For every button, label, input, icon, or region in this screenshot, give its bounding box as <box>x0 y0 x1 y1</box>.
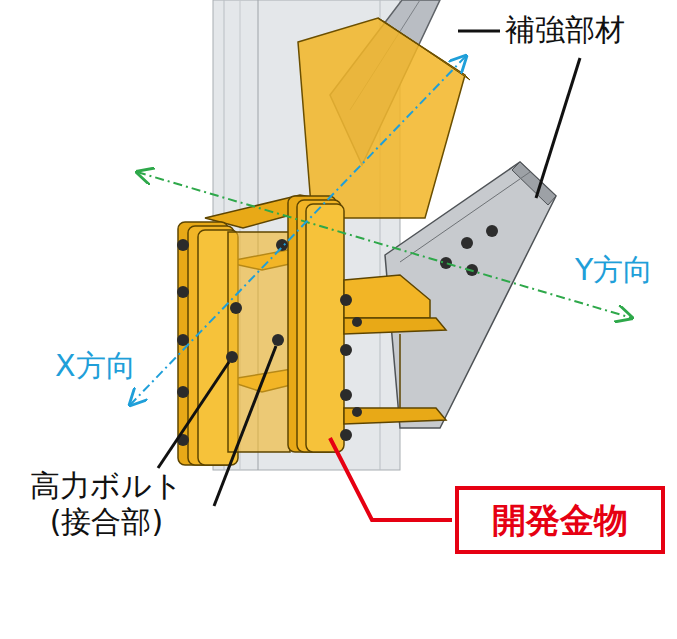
high-strength-bolt <box>177 286 189 298</box>
direction-axis <box>130 56 466 405</box>
leader-line <box>214 346 276 506</box>
gusset-plate <box>298 18 470 218</box>
high-strength-bolt <box>177 239 362 446</box>
leader-line <box>458 30 500 33</box>
part-label: 補強部材 <box>505 12 625 48</box>
bracket-hardware <box>306 204 344 452</box>
direction-label: Y方向 <box>575 252 653 288</box>
high-strength-bolt <box>340 294 352 306</box>
reinforcing-brace <box>400 172 530 262</box>
high-strength-bolt <box>352 407 362 417</box>
high-strength-bolt <box>352 317 362 327</box>
bracket-hardware <box>344 408 446 424</box>
high-strength-bolt <box>340 389 352 401</box>
high-strength-bolt <box>177 386 189 398</box>
bracket-hardware <box>178 195 446 465</box>
leader-line <box>158 31 580 520</box>
bracket-hardware <box>399 334 401 408</box>
high-strength-bolt <box>272 334 284 346</box>
gusset-plate <box>298 18 465 218</box>
high-strength-bolt <box>230 302 242 314</box>
direction-axis <box>130 56 632 405</box>
gusset-plate <box>378 18 470 80</box>
bracket-hardware <box>228 232 290 452</box>
direction-axis <box>137 172 632 318</box>
highlight-box: 開発金物 <box>455 486 665 554</box>
leader-line <box>330 438 452 520</box>
reinforcing-brace <box>512 162 556 205</box>
box-title: 開発金物 <box>492 500 628 541</box>
high-strength-bolt <box>276 239 288 251</box>
high-strength-bolt <box>340 344 352 356</box>
bracket-hardware <box>344 275 430 318</box>
reinforcing-brace <box>461 237 473 249</box>
reinforcing-brace <box>440 257 452 269</box>
high-strength-bolt <box>177 239 189 251</box>
bracket-hardware <box>344 318 446 334</box>
reinforcing-brace <box>486 225 498 237</box>
leader-line <box>536 58 580 198</box>
high-strength-bolt <box>340 429 352 441</box>
direction-label: X方向 <box>55 348 136 384</box>
part-label: 高力ボルト (接合部) <box>4 468 209 540</box>
leader-line <box>158 362 229 468</box>
